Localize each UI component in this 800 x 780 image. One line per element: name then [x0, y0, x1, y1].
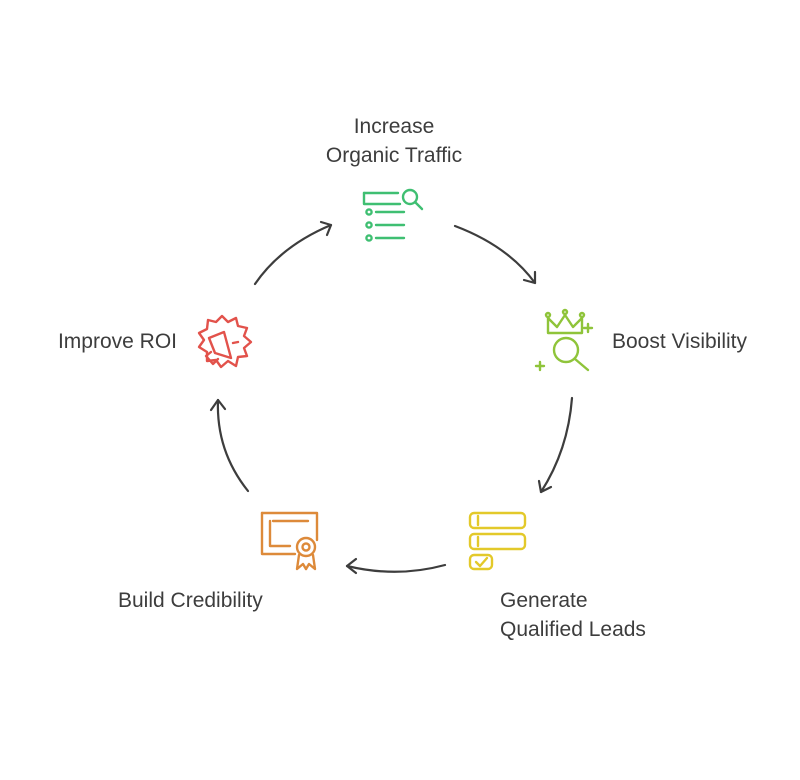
- label-visibility: Boost Visibility: [612, 327, 747, 356]
- label-organic-traffic: Increase Organic Traffic: [294, 112, 494, 170]
- crown-magnifier-icon: [534, 308, 594, 372]
- arrow-leads-to-credibility: [345, 557, 447, 575]
- megaphone-badge-icon: [197, 314, 253, 369]
- search-list-icon: [362, 188, 424, 242]
- label-credibility: Build Credibility: [118, 586, 263, 615]
- arrow-traffic-to-visibility: [453, 224, 537, 285]
- label-line: Increase: [353, 115, 435, 138]
- label-line: Boost Visibility: [612, 330, 748, 353]
- label-leads: Generate Qualified Leads: [500, 586, 646, 644]
- label-roi: Improve ROI: [20, 327, 177, 356]
- label-line: Organic Traffic: [325, 144, 463, 167]
- stacked-list-check-icon: [468, 511, 527, 571]
- label-line: Build Credibility: [118, 589, 263, 612]
- label-line: Qualified Leads: [500, 618, 646, 641]
- arrow-credibility-to-roi: [209, 398, 250, 493]
- certificate-icon: [260, 511, 319, 571]
- arrow-roi-to-traffic: [253, 220, 333, 286]
- arrow-visibility-to-leads: [537, 396, 574, 494]
- label-line: Generate: [500, 589, 588, 612]
- label-line: Improve ROI: [57, 330, 177, 353]
